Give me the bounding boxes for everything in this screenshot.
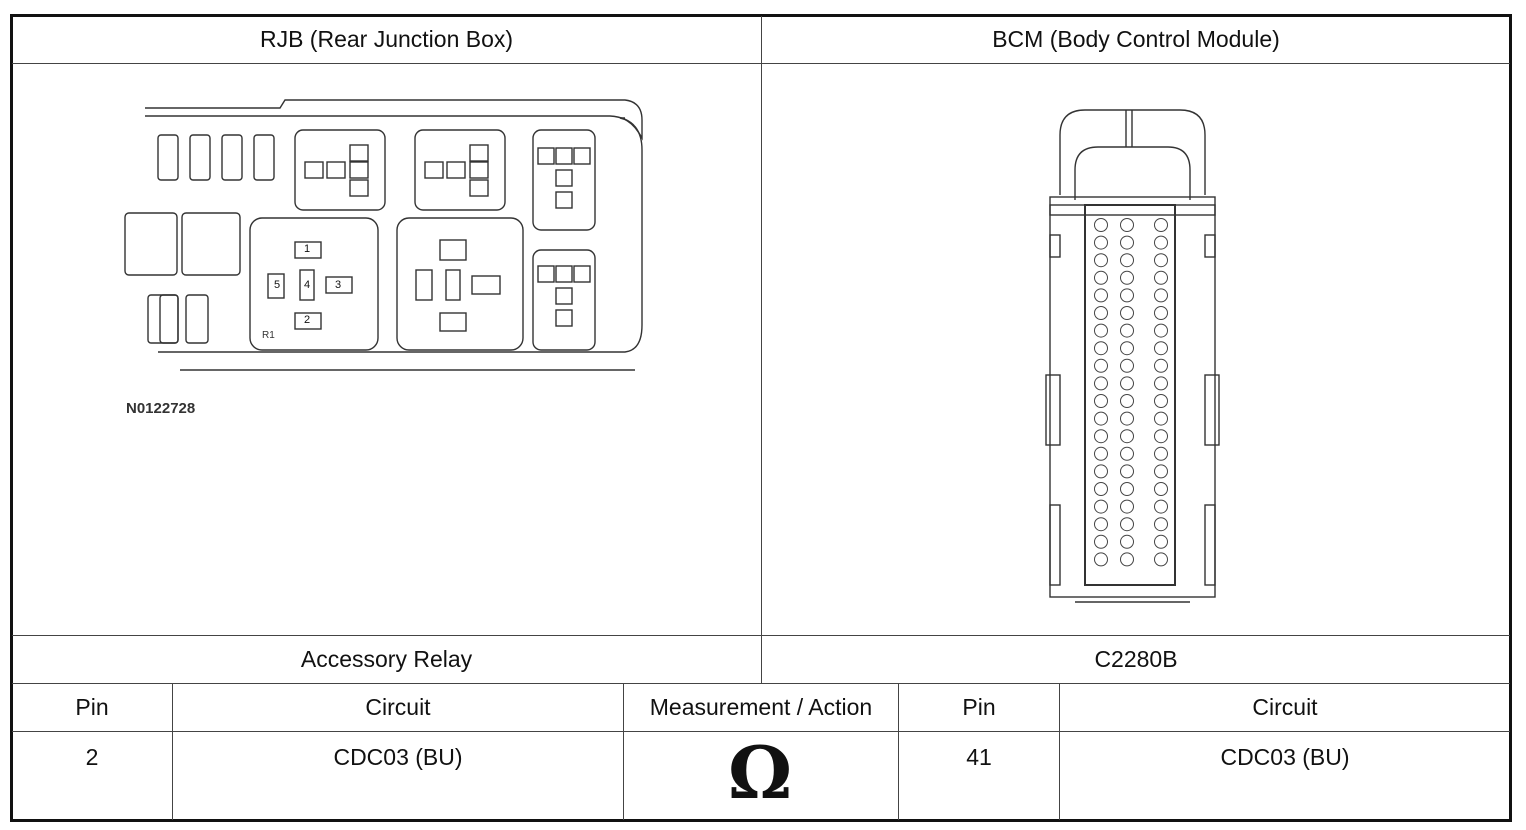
rjb-title: RJB (Rear Junction Box)	[259, 26, 514, 52]
rjb-diagram	[124, 99, 643, 371]
connector-pin	[1120, 534, 1134, 549]
connector-pin	[1120, 323, 1134, 338]
connector-pin	[1154, 429, 1168, 444]
connector-pin	[1154, 253, 1168, 268]
connector-pin	[1094, 323, 1108, 338]
bcm-connector-diagram	[1045, 109, 1220, 603]
connector-pin	[1120, 358, 1134, 373]
circuit-b-value: CDC03 (BU)	[1220, 744, 1350, 770]
left-component-label: Accessory Relay	[300, 646, 473, 672]
connector-pin	[1154, 411, 1168, 426]
connector-pin	[1094, 358, 1108, 373]
connector-pin	[1120, 552, 1134, 567]
connector-pin	[1120, 218, 1134, 232]
circuit-a-value: CDC03 (BU)	[333, 744, 463, 770]
connector-pin	[1120, 270, 1134, 285]
connector-pin	[1094, 411, 1108, 426]
divider	[623, 684, 624, 820]
relay-pin-4: 4	[304, 279, 311, 291]
connector-pin	[1120, 411, 1134, 426]
relay-pin-1: 1	[304, 243, 311, 255]
connector-pin	[1094, 253, 1108, 268]
connector-pin	[1154, 534, 1168, 549]
connector-pin	[1154, 341, 1168, 356]
connector-pin	[1094, 552, 1108, 567]
divider	[898, 684, 899, 820]
connector-pin	[1154, 288, 1168, 303]
connector-pin	[1120, 376, 1134, 391]
connector-pin	[1154, 394, 1168, 408]
pin-a-value: 2	[85, 744, 99, 770]
connector-pin	[1094, 376, 1108, 391]
connector-pin	[1094, 235, 1108, 250]
connector-pin	[1120, 341, 1134, 356]
connector-pin	[1094, 429, 1108, 444]
connector-pin	[1094, 218, 1108, 232]
connector-pin	[1154, 306, 1168, 320]
connector-pin	[1094, 499, 1108, 514]
connector-pin	[1154, 499, 1168, 514]
bcm-title: BCM (Body Control Module)	[992, 26, 1280, 52]
connector-pin	[1094, 341, 1108, 356]
column-header-pin-b: Pin	[962, 694, 996, 720]
relay-pin-2: 2	[304, 314, 311, 326]
connector-pin	[1094, 464, 1108, 479]
connector-pin	[1094, 306, 1108, 320]
connector-pin	[1094, 517, 1108, 532]
connector-pin	[1120, 253, 1134, 268]
connector-pin	[1120, 446, 1134, 461]
connector-pin	[1094, 482, 1108, 496]
connector-pin	[1120, 464, 1134, 479]
relay-label: R1	[262, 330, 275, 341]
divider	[172, 684, 173, 820]
connector-pin	[1120, 306, 1134, 320]
connector-pin	[1154, 358, 1168, 373]
divider	[12, 731, 1510, 732]
connector-pin	[1094, 270, 1108, 285]
connector-pin	[1154, 517, 1168, 532]
connector-pin	[1154, 446, 1168, 461]
connector-pin	[1120, 394, 1134, 408]
column-header-circuit-b: Circuit	[1252, 694, 1318, 720]
connector-pin	[1154, 218, 1168, 232]
connector-pin	[1094, 446, 1108, 461]
pin-b-value: 41	[966, 744, 992, 770]
connector-pin	[1094, 394, 1108, 408]
divider	[1059, 684, 1060, 820]
connector-pin	[1120, 482, 1134, 496]
connector-pin	[1120, 499, 1134, 514]
table-frame	[10, 14, 1512, 822]
connector-pin	[1120, 288, 1134, 303]
column-header-pin-a: Pin	[75, 694, 109, 720]
column-header-circuit-a: Circuit	[365, 694, 431, 720]
connector-pin	[1154, 482, 1168, 496]
connector-pin	[1094, 534, 1108, 549]
right-component-label: C2280B	[1094, 646, 1178, 672]
connector-pin	[1154, 323, 1168, 338]
connector-pin	[1154, 270, 1168, 285]
column-header-action: Measurement / Action	[649, 694, 873, 720]
relay-pin-3: 3	[335, 279, 342, 291]
divider	[761, 16, 762, 684]
connector-pin	[1154, 376, 1168, 391]
connector-pin	[1154, 464, 1168, 479]
bcm-pin-array	[1094, 218, 1168, 567]
connector-pin	[1154, 235, 1168, 250]
connector-pin	[1154, 552, 1168, 567]
relay-pin-5: 5	[274, 279, 281, 291]
connector-pin	[1120, 517, 1134, 532]
connector-pin	[1120, 235, 1134, 250]
diagram-code: N0122728	[126, 400, 196, 417]
ohm-icon: Ω	[728, 730, 793, 815]
connector-pin	[1094, 288, 1108, 303]
connector-pin	[1120, 429, 1134, 444]
